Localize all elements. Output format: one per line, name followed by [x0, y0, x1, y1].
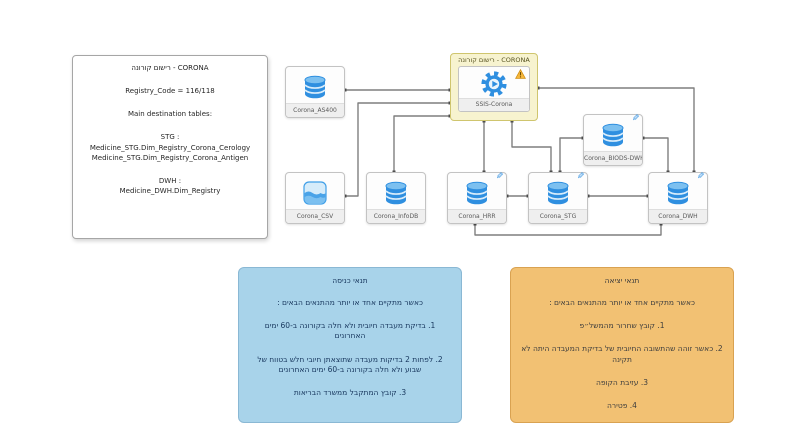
node-label: SSIS-Corona: [459, 98, 529, 111]
database-icon: [529, 173, 587, 211]
info-line-dwh-table: Medicine_DWH.Dim_Registry: [119, 186, 221, 195]
entry-condition-item: 3. קובץ המתקבל ממשרד הבריאות: [293, 387, 407, 397]
entry-conditions-box: תנאי כניסה כאשר מתקיים אחד או יותר מהתנא…: [238, 267, 462, 423]
database-icon: [448, 173, 506, 211]
node-corona-hrr[interactable]: ✎ Corona_HRR: [447, 172, 507, 224]
node-label: Corona_DWH: [649, 209, 707, 223]
database-icon: [649, 173, 707, 211]
exit-conditions-title: תנאי יציאה: [604, 276, 640, 285]
node-corona-dwh[interactable]: ✎ Corona_DWH: [648, 172, 708, 224]
info-line-main-tables: Main destination tables:: [127, 110, 213, 119]
info-line-dwh-header: DWH :: [158, 176, 182, 185]
node-label: Corona_CSV: [286, 209, 344, 223]
pencil-badge-icon: ✎: [496, 172, 504, 182]
node-label: Corona_AS400: [286, 103, 344, 117]
info-line-registry-code: Registry_Code = 116/118: [125, 87, 215, 96]
exit-conditions-intro: כאשר מתקיים אחד או יותר מהתנאים הבאים :: [549, 298, 695, 308]
node-label: Corona_STG: [529, 209, 587, 223]
database-icon: [367, 173, 425, 211]
exit-condition-item: 4. פטירה: [607, 400, 637, 410]
info-line-stg-table-2: Medicine_STG.Dim_Registry_Corona_Antigen: [91, 153, 249, 162]
exit-conditions-box: תנאי יציאה כאשר מתקיים אחד או יותר מהתנא…: [510, 267, 734, 423]
node-corona-infodb[interactable]: Corona_InfoDB: [366, 172, 426, 224]
node-corona-csv[interactable]: Corona_CSV: [285, 172, 345, 224]
node-label: Corona_HRR: [448, 209, 506, 223]
entry-condition-item: 1. בדיקת מעבדה חיובית ולא חלה בקורונה ב-…: [264, 321, 436, 341]
registry-info-box: רישום קורונה - CORONA Registry_Code = 11…: [72, 55, 268, 239]
node-corona-stg[interactable]: ✎ Corona_STG: [528, 172, 588, 224]
exit-condition-item: 2. כאשר זוהה שהתשובה החיובית של בדיקת המ…: [521, 344, 723, 364]
info-line-stg-header: STG :: [160, 133, 180, 142]
node-label: Corona_BIODS-DWH: [584, 151, 642, 165]
entry-conditions-intro: כאשר מתקיים אחד או יותר מהתנאים הבאים :: [277, 298, 423, 308]
node-label: Corona_InfoDB: [367, 209, 425, 223]
database-icon: [584, 115, 642, 153]
pencil-badge-icon: ✎: [697, 172, 705, 182]
database-icon: [286, 67, 344, 105]
node-ssis-corona[interactable]: SSIS-Corona: [458, 66, 530, 112]
exit-condition-item: 3. עזיבת הקופה: [595, 377, 648, 387]
exit-condition-item: 1. קובץ שחרור מהמשל״פ: [579, 321, 665, 331]
pencil-badge-icon: ✎: [577, 172, 585, 182]
pencil-badge-icon: ✎: [632, 114, 640, 124]
warning-icon: [515, 69, 526, 79]
csv-file-icon: [286, 173, 344, 211]
gear-play-icon: [459, 67, 529, 99]
entry-condition-item: 2. לפחות 2 בדיקות מעבדה שתוצאתן חיובי חל…: [257, 354, 443, 374]
entry-conditions-title: תנאי כניסה: [332, 276, 368, 285]
node-corona-biods-dwh[interactable]: ✎ Corona_BIODS-DWH: [583, 114, 643, 166]
ssis-group-corona[interactable]: רישום קורונה - CORONA SSIS-Corona: [450, 53, 538, 121]
node-corona-as400[interactable]: Corona_AS400: [285, 66, 345, 118]
ssis-group-title: רישום קורונה - CORONA: [458, 56, 530, 64]
info-line-stg-table-1: Medicine_STG.Dim_Registry_Corona_Cerolog…: [89, 143, 251, 152]
registry-info-title: רישום קורונה - CORONA: [131, 64, 209, 72]
